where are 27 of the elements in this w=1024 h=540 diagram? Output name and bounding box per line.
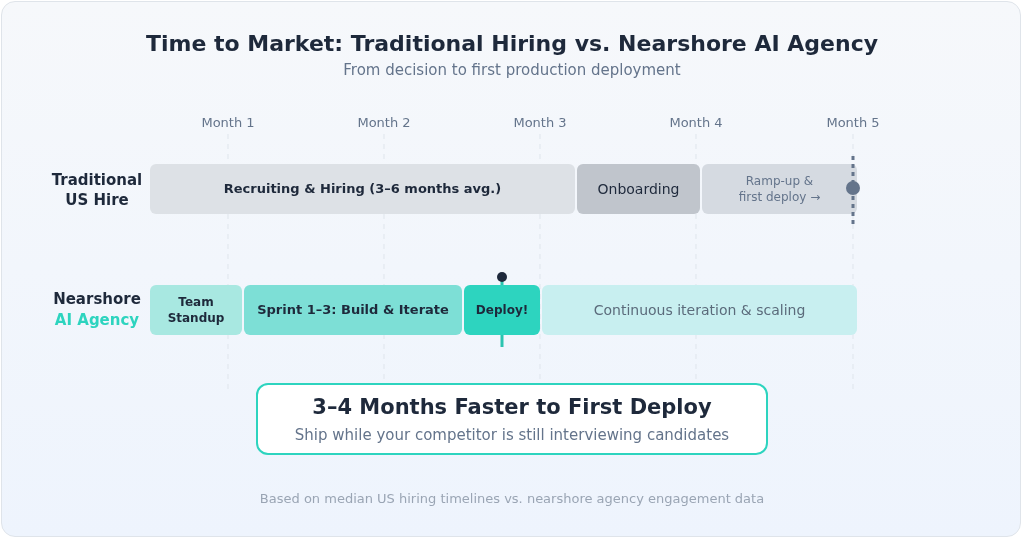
phase-bar [244, 285, 462, 335]
callout-heading: 3–4 Months Faster to First Deploy [312, 394, 712, 422]
footnote: Based on median US hiring timelines vs. nearshore agency engagement data [259, 490, 765, 508]
bar-label: Recruiting & Hiring (3–6 months avg.) [223, 180, 502, 198]
month-label: Month 4 [669, 114, 723, 132]
callout-text: Ship while your competitor is still interviewing candidates [294, 424, 730, 445]
chart-title: Time to Market: Traditional Hiring vs. Nearshore AI Agency [145, 29, 879, 58]
phase-bar [542, 285, 857, 335]
phase-bar [577, 164, 700, 214]
bar-label: Sprint 1–3: Build & Iterate [257, 301, 449, 319]
phase-bar [702, 164, 857, 214]
bar-label: Ramp-up & first deploy → [737, 172, 822, 206]
bar-label: Deploy! [475, 301, 529, 319]
phase-bar [150, 285, 242, 335]
month-label: Month 3 [513, 114, 567, 132]
row-label: Traditional US Hire [50, 170, 144, 210]
callout-box [256, 383, 768, 455]
row-label: AI Agency [54, 311, 140, 331]
month-label: Month 1 [201, 114, 255, 132]
subtitle: From decision to first production deployment [343, 61, 681, 81]
bar-label: Continuous iteration & scaling [593, 300, 806, 320]
month-label: Month 5 [826, 114, 880, 132]
month-label: Month 2 [357, 114, 411, 132]
bar-label: Team Standup [166, 293, 226, 327]
bar-label: Onboarding [597, 179, 680, 199]
row-label: Nearshore [53, 290, 141, 310]
phase-bar [464, 285, 540, 335]
